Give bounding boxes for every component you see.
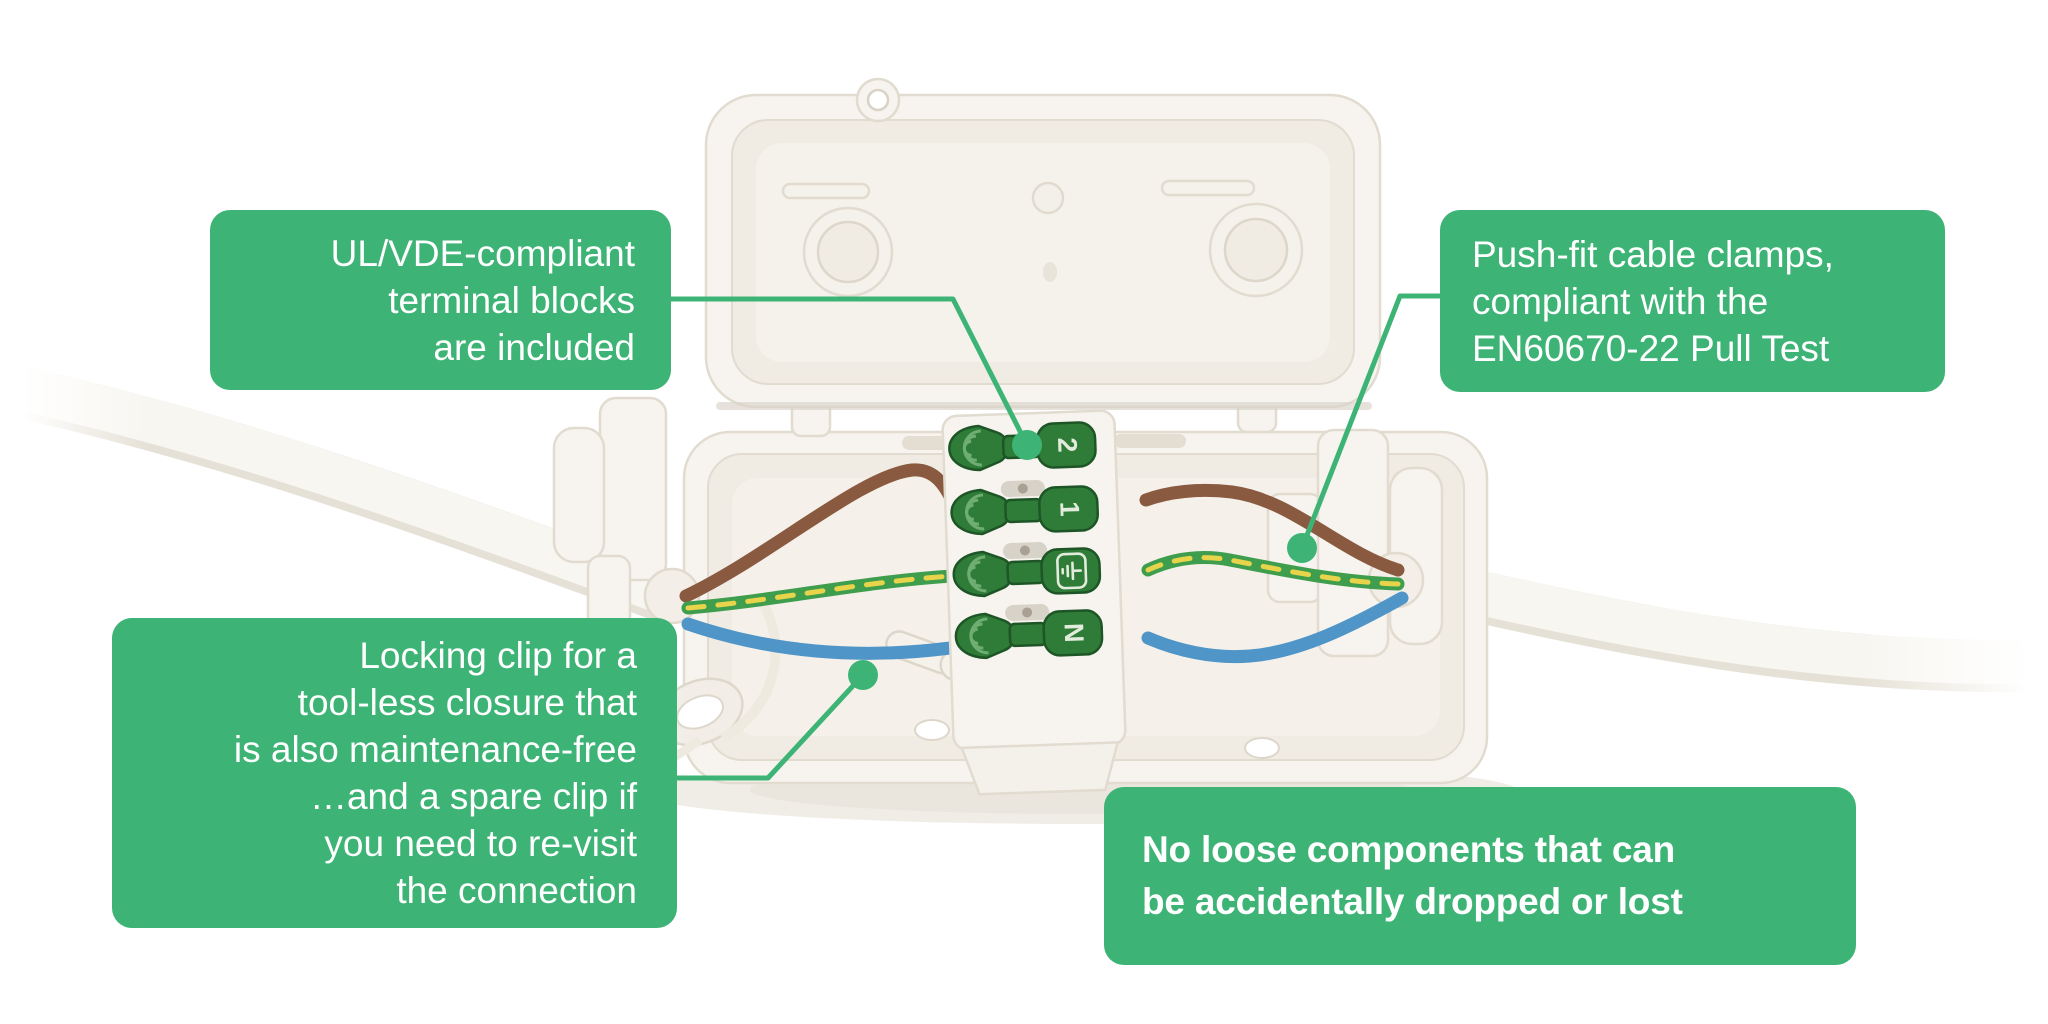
terminal-row (951, 546, 1102, 599)
wires-right (1139, 483, 1409, 664)
callout-dot-locking-clip (848, 660, 878, 690)
wire-brown-left (679, 463, 961, 603)
terminal-row: 1 (949, 484, 1100, 537)
wire-blue-left (681, 617, 957, 660)
leader-line-locking-clip (637, 673, 865, 781)
callout-locking-clip: Locking clip for a tool-less closure tha… (112, 618, 677, 928)
callout-cable-clamps: Push-fit cable clamps, compliant with th… (1440, 210, 1945, 392)
callout-dot-terminal-blocks (1012, 430, 1042, 460)
terminal-label: 2 (1052, 437, 1083, 453)
test-port (1000, 480, 1050, 621)
callout-no-loose-parts: No loose components that can be accident… (1104, 787, 1856, 965)
wire-blue-right (1141, 591, 1409, 664)
terminal-row: 2 (947, 420, 1098, 473)
terminal-row: N (953, 608, 1105, 661)
callout-terminal-blocks: UL/VDE-compliant terminal blocks are inc… (210, 210, 671, 390)
earth-ground-icon (1056, 552, 1088, 590)
wires-left (679, 463, 961, 660)
box-lid (704, 77, 1382, 410)
terminal-label: N (1059, 623, 1090, 644)
terminal-block: 2 1 N (941, 409, 1127, 796)
callout-cable-clamps-text: Push-fit cable clamps, compliant with th… (1472, 233, 1834, 369)
callout-no-loose-parts-text: No loose components that can be accident… (1142, 829, 1683, 922)
callout-terminal-blocks-text: UL/VDE-compliant terminal blocks are inc… (330, 232, 635, 368)
right-cable (1370, 552, 2048, 693)
callout-locking-clip-text: Locking clip for a tool-less closure tha… (233, 635, 637, 911)
leader-line-terminal-blocks (635, 296, 1030, 447)
terminal-label: 1 (1054, 501, 1085, 517)
hang-ring (855, 77, 901, 123)
wire-brown-right (1139, 483, 1405, 577)
callout-dot-cable-clamps (1287, 533, 1317, 563)
leader-line-cable-clamps (1299, 293, 1440, 549)
left-cable-clamp (552, 396, 701, 630)
leaders (635, 293, 1440, 781)
